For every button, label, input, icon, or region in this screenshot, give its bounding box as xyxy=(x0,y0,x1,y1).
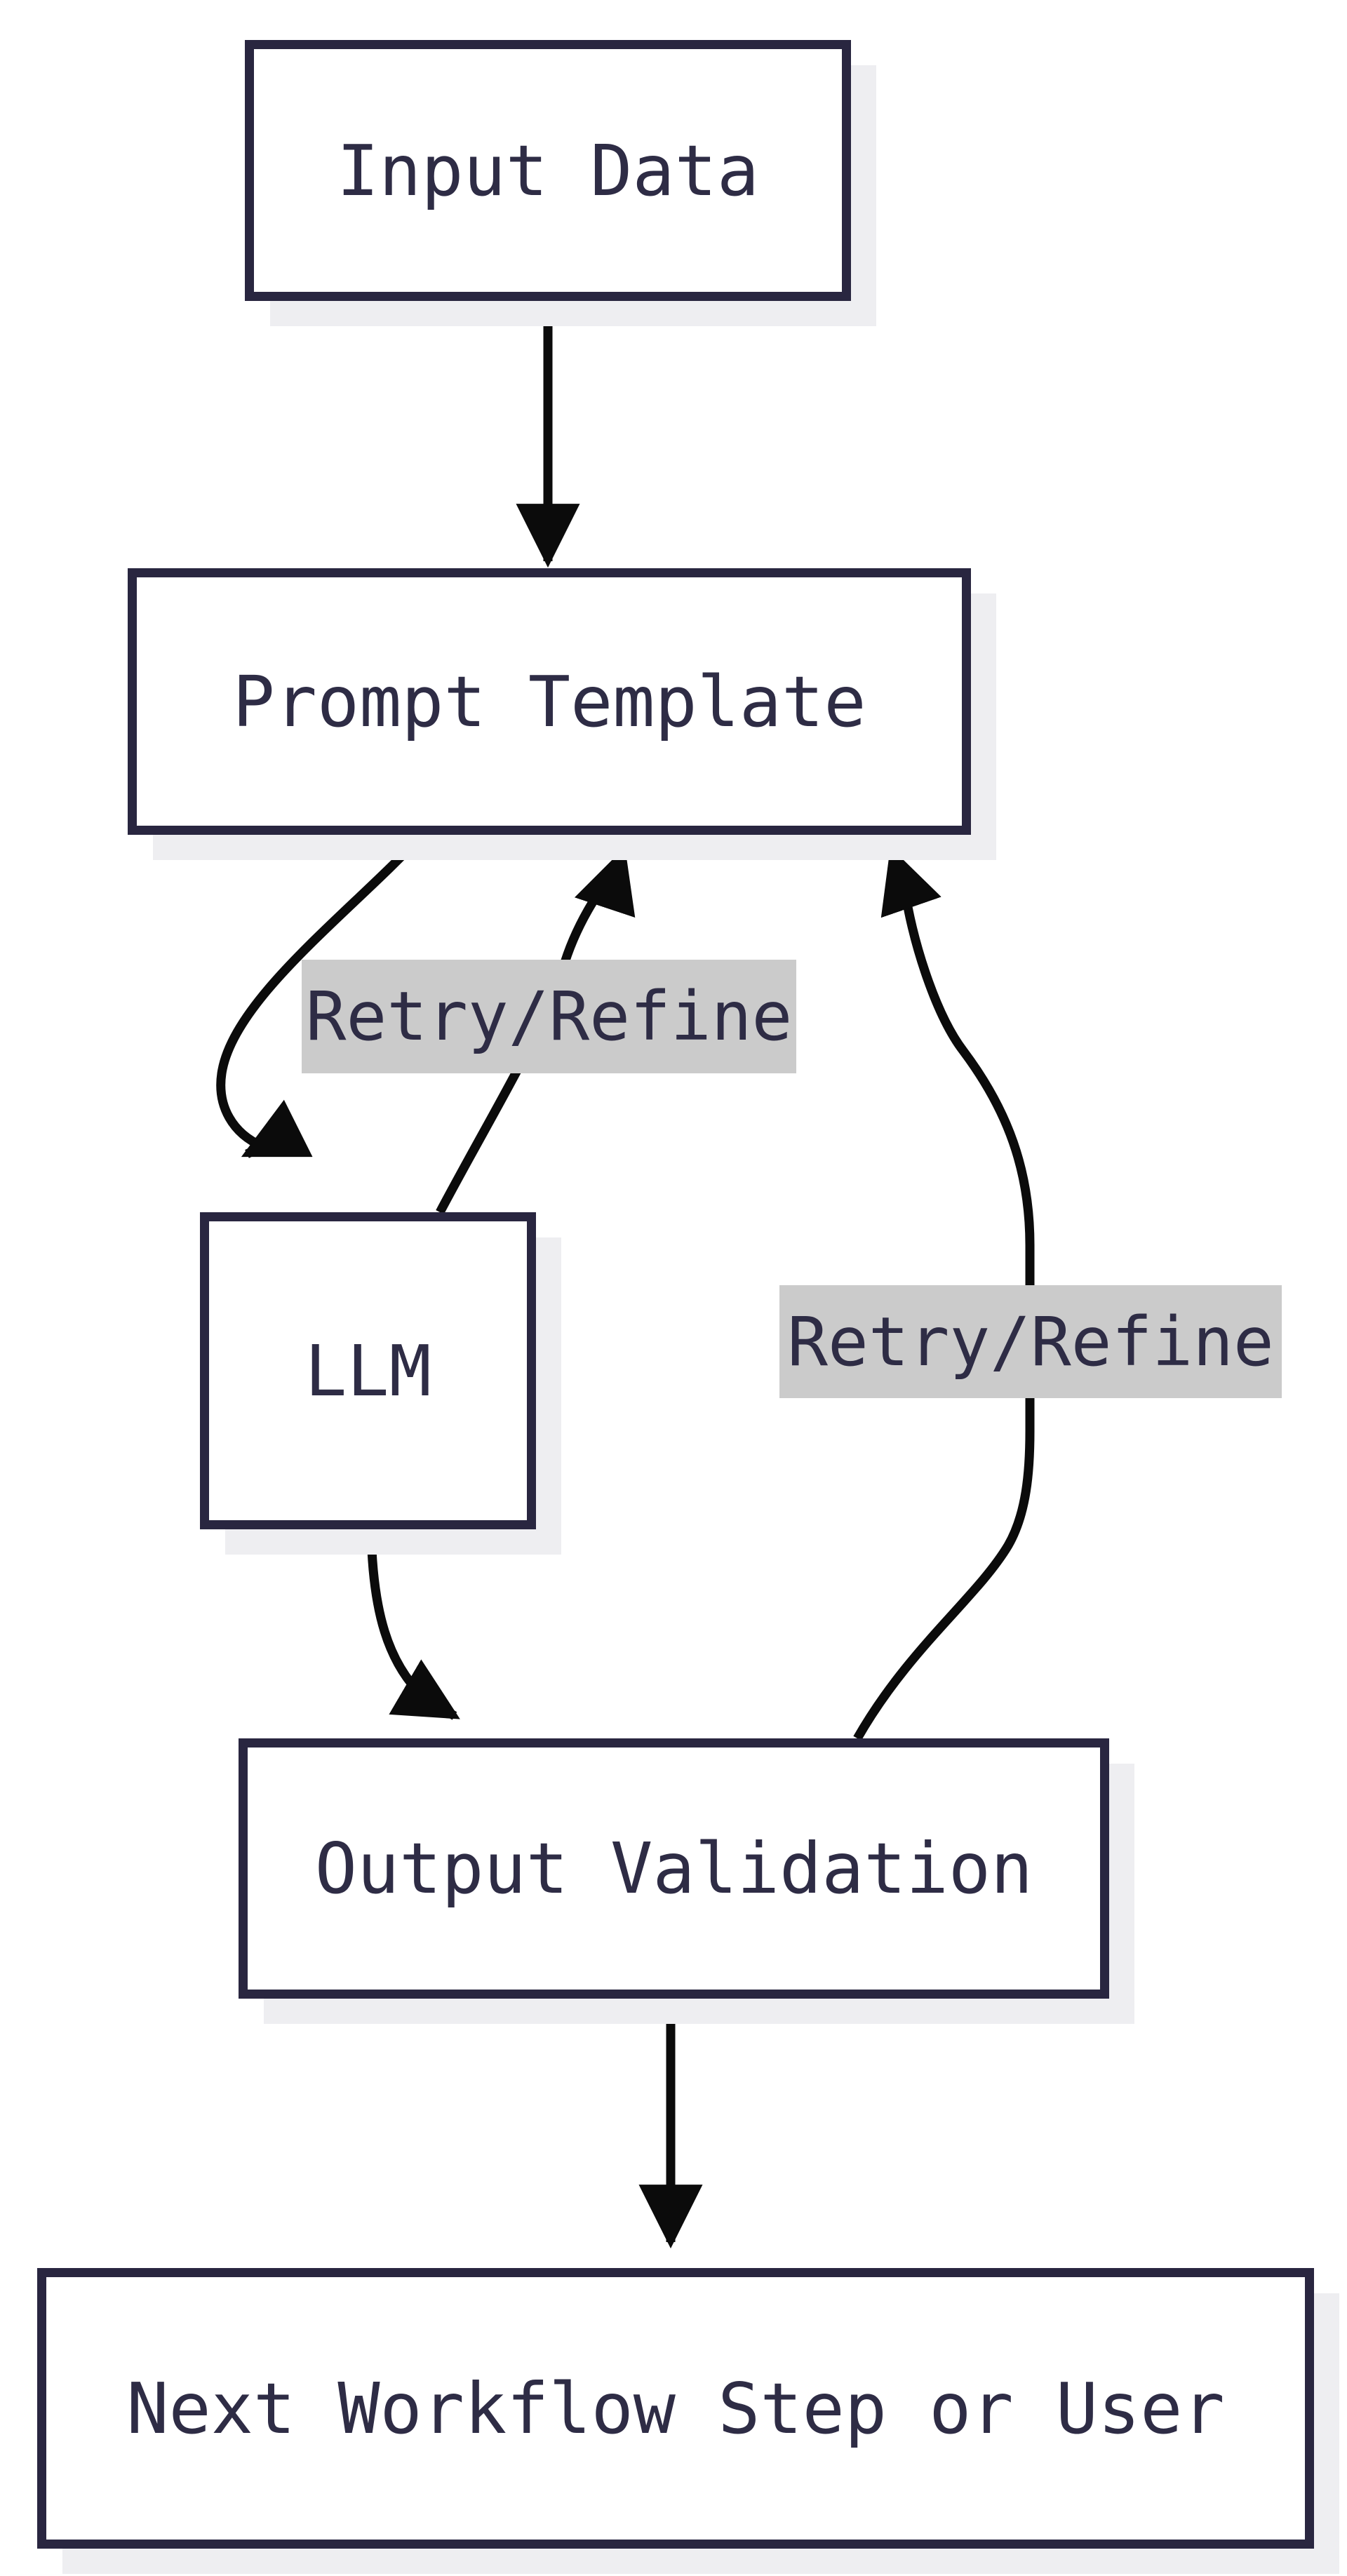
edge-label-retry-refine-left: Retry/Refine xyxy=(302,960,796,1073)
edge-validation-to-prompt xyxy=(853,847,1035,1741)
node-llm-label: LLM xyxy=(304,1329,431,1412)
node-input-data-label: Input Data xyxy=(336,129,760,212)
node-next-workflow-step-label: Next Workflow Step or User xyxy=(126,2367,1225,2450)
node-input-data: Input Data xyxy=(245,40,851,301)
edge-llm-to-validation xyxy=(366,1529,460,1720)
node-next-workflow-step: Next Workflow Step or User xyxy=(37,2268,1314,2549)
node-prompt-template: Prompt Template xyxy=(128,568,971,835)
edge-prompt-to-llm xyxy=(216,833,424,1158)
node-output-validation-label: Output Validation xyxy=(314,1827,1033,1910)
edge-label-retry-refine-left-text: Retry/Refine xyxy=(305,977,793,1056)
edge-label-retry-refine-right: Retry/Refine xyxy=(779,1285,1282,1398)
node-prompt-template-label: Prompt Template xyxy=(232,660,866,743)
node-llm: LLM xyxy=(200,1212,536,1529)
edge-label-retry-refine-right-text: Retry/Refine xyxy=(787,1302,1274,1381)
node-output-validation: Output Validation xyxy=(239,1738,1109,1999)
